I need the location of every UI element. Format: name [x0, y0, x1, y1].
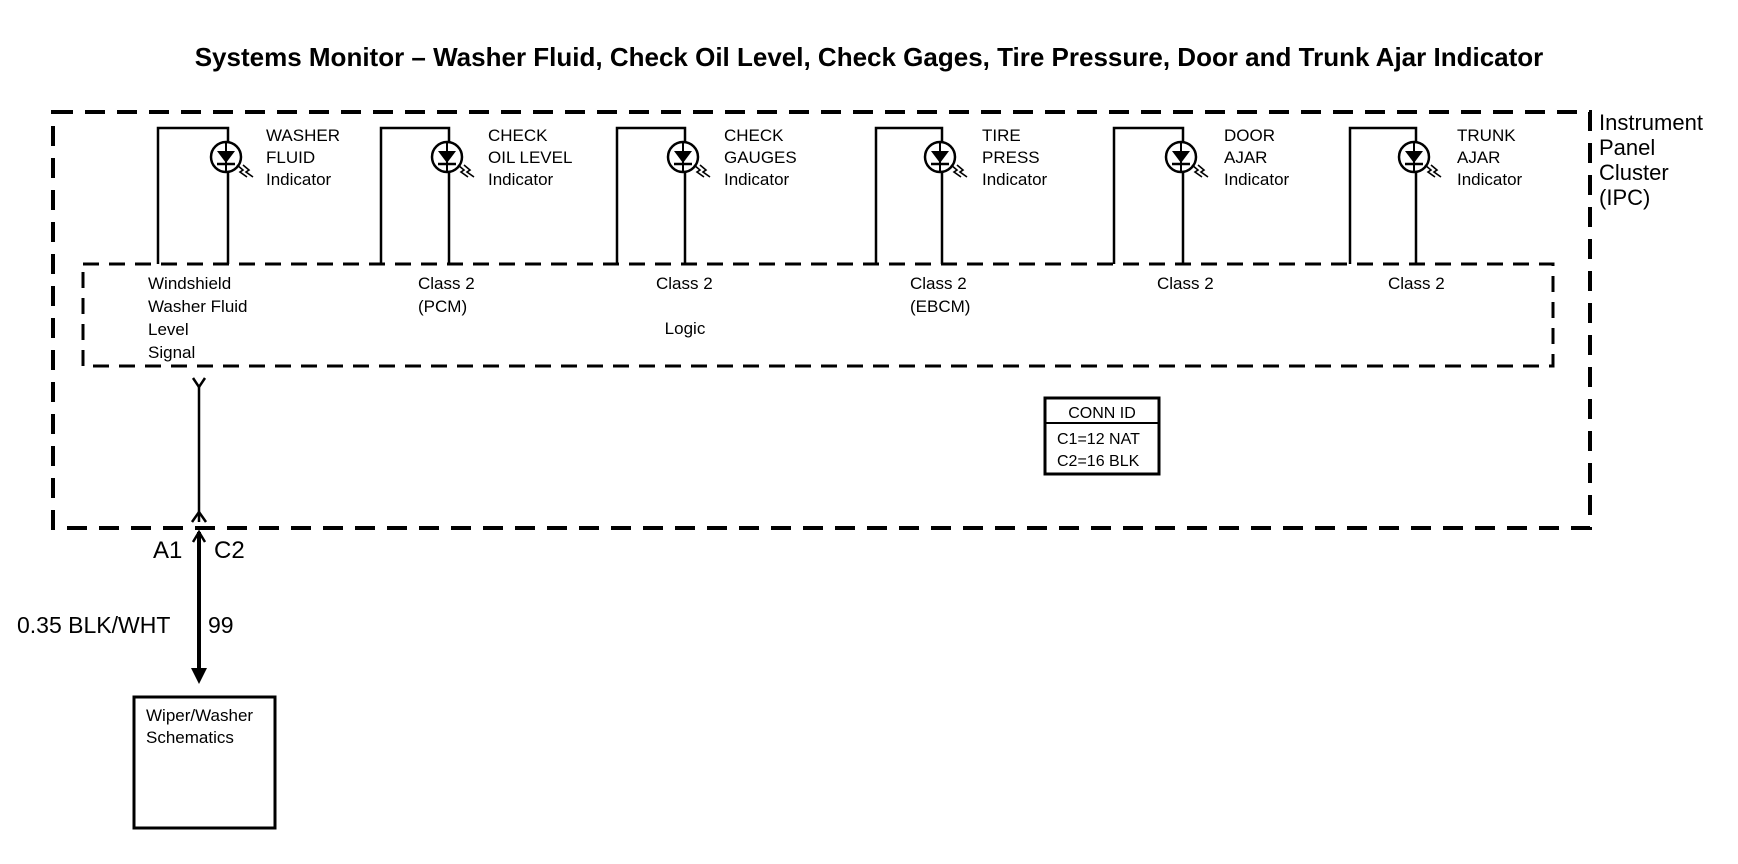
led-indicator-icon: [1397, 140, 1442, 178]
circuit-number: 99: [208, 612, 234, 638]
ipc-label-line-2: Panel: [1599, 135, 1655, 160]
wiper-washer-schematics-box: Wiper/Washer Schematics: [132, 695, 277, 830]
indicator-name-line: TIRE: [982, 126, 1021, 145]
conn-id-c2: C2=16 BLK: [1057, 453, 1140, 470]
wire-spec: 0.35 BLK/WHT: [17, 612, 170, 638]
signal-wire: [190, 377, 208, 523]
indicator-input-line: (PCM): [418, 297, 467, 316]
destination-line-1: Wiper/Washer: [146, 706, 253, 725]
indicator-input-line: Class 2: [1157, 274, 1214, 293]
indicator-name-line: Indicator: [982, 170, 1048, 189]
indicator-name-line: TRUNK: [1457, 126, 1516, 145]
indicator-input-line: Class 2: [1388, 274, 1445, 293]
indicator-name-line: Indicator: [1224, 170, 1290, 189]
indicator-wire: [1112, 126, 1185, 264]
indicator-name-line: Indicator: [266, 170, 332, 189]
indicator-name-line: PRESS: [982, 148, 1040, 167]
indicator-name-line: Indicator: [1457, 170, 1523, 189]
indicator-input-line: Class 2: [418, 274, 475, 293]
indicator-input-line: Level: [148, 320, 189, 339]
led-indicator-icon: [923, 140, 968, 178]
conn-id-header: CONN ID: [1068, 405, 1136, 422]
indicator-name-line: CHECK: [724, 126, 784, 145]
indicator-wire: [874, 126, 944, 264]
indicator-wire: [156, 126, 230, 264]
led-indicator-icon: [430, 140, 475, 178]
indicator-input-line: Windshield: [148, 274, 231, 293]
led-indicator-icon: [209, 140, 254, 178]
indicator-wire: [615, 126, 687, 264]
ipc-label-line-1: Instrument: [1599, 110, 1703, 135]
indicator-wire: [1348, 126, 1418, 264]
indicator-name-line: CHECK: [488, 126, 548, 145]
indicator-input-line: Washer Fluid: [148, 297, 248, 316]
connector-c2-pin-a1: [191, 529, 207, 684]
pin-label: A1: [153, 537, 182, 564]
ipc-boundary: [51, 110, 1592, 530]
indicator-input-line: (EBCM): [910, 297, 970, 316]
indicator-name-line: FLUID: [266, 148, 315, 167]
led-indicator-icon: [666, 140, 711, 178]
logic-label: Logic: [665, 319, 706, 338]
indicator-name-line: WASHER: [266, 126, 340, 145]
destination-line-2: Schematics: [146, 728, 234, 747]
ipc-label-line-4: (IPC): [1599, 185, 1650, 210]
indicator-input-line: Class 2: [910, 274, 967, 293]
indicator-name-line: AJAR: [1457, 148, 1500, 167]
indicator-input-line: Signal: [148, 343, 195, 362]
indicator-name-line: GAUGES: [724, 148, 797, 167]
led-indicator-icon: [1164, 140, 1209, 178]
indicator-input-line: Class 2: [656, 274, 713, 293]
indicator-name-line: Indicator: [488, 170, 554, 189]
indicator-name-line: OIL LEVEL: [488, 148, 572, 167]
diagram-title: Systems Monitor – Washer Fluid, Check Oi…: [195, 42, 1544, 72]
indicator-name-line: DOOR: [1224, 126, 1275, 145]
wire-arrow-icon: [191, 668, 207, 684]
indicator-name-line: Indicator: [724, 170, 790, 189]
connector-label: C2: [214, 537, 245, 564]
conn-id-c1: C1=12 NAT: [1057, 431, 1140, 448]
indicator-wire: [379, 126, 451, 264]
ipc-label-line-3: Cluster: [1599, 160, 1669, 185]
indicator-name-line: AJAR: [1224, 148, 1267, 167]
conn-id-table: CONN ID C1=12 NAT C2=16 BLK: [1043, 396, 1161, 476]
logic-boundary: [81, 262, 1555, 368]
